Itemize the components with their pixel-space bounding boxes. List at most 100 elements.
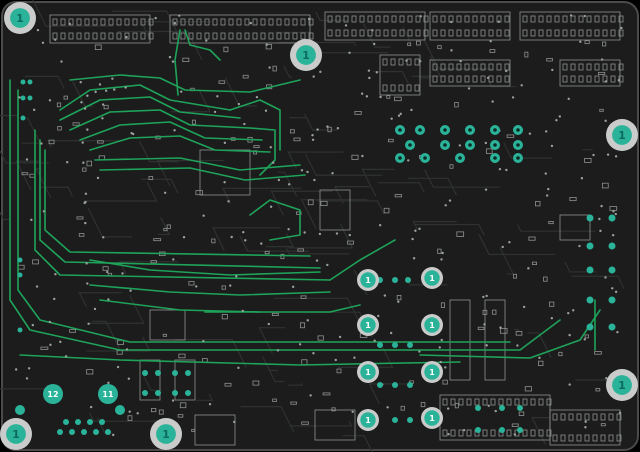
mh-bottom-left: 1 [0,418,32,450]
bus-trace [69,109,251,131]
via [128,410,131,413]
dark-trace [377,182,425,193]
smd-part [595,388,601,392]
through-hole-pad [499,405,505,411]
via [616,330,619,334]
pin-pad [552,413,558,421]
pin-pad [610,29,616,37]
so-4: 1 [421,314,443,336]
via [580,177,584,180]
via [202,339,205,343]
via [84,221,87,225]
connector-label: 12 [47,390,58,399]
pin-pad [570,63,576,71]
via [83,107,87,110]
connector-pad [98,384,118,404]
smd-part [500,327,508,334]
mounting-hole-pad [6,424,26,444]
via [268,66,271,69]
via [235,275,238,278]
via [567,311,570,315]
pin-pad [252,32,258,40]
smd-part [543,276,548,282]
through-hole-pad [27,95,33,101]
through-hole-pad [407,342,413,348]
via [501,245,504,249]
dark-trace [174,339,247,369]
pin-pad [546,15,552,23]
mounting-hole-pad [10,8,30,28]
via [592,153,595,157]
smd-part [584,334,589,339]
dark-trace [240,406,295,433]
pin-pad [180,18,186,26]
dark-trace [288,382,304,386]
ic-footprint [174,359,196,401]
pin-pad [84,18,90,26]
smd-part [569,196,577,202]
dark-trace [278,171,298,197]
via [129,289,132,292]
bus-trace [44,149,311,257]
mounting-hole-pad [612,375,632,395]
pin-pad [488,29,494,37]
via [36,28,40,32]
via [545,194,549,197]
via [216,95,219,98]
dark-trace [270,190,333,216]
via [414,229,417,232]
smd-part [400,405,405,411]
pin-pad [616,434,622,442]
via [202,214,205,217]
via [49,343,52,347]
bus-trace [34,129,331,281]
via [612,210,615,213]
bus-trace [89,284,331,296]
via [315,259,319,262]
pin-pad [260,18,266,26]
pin-pad [576,413,582,421]
pin-pad [244,32,250,40]
through-hole-pad [17,327,23,333]
pin-pad [578,63,584,71]
pin-pad [188,18,194,26]
through-hole-pad [475,405,481,411]
pin-pad [148,18,154,26]
through-hole-pad [172,390,178,396]
silkscreen-layer [16,11,624,446]
smd-part [301,421,309,425]
pin-pad [618,75,624,83]
via [520,84,523,87]
smd-part [351,154,359,160]
bus-trace [89,135,271,153]
pin-pad [448,29,454,37]
smd-part [416,40,421,46]
via [550,316,554,320]
conn-11: 11 [98,384,118,404]
hole-label: 1 [429,368,435,377]
dark-trace [196,393,214,401]
via [89,405,93,409]
pin-pad [594,15,600,23]
pin-pad [450,429,456,437]
smd-part [336,368,342,374]
smd-part [177,414,184,418]
pin-pad [488,63,494,71]
conn-12: 12 [43,384,63,404]
ic-footprint [449,299,471,381]
smd-part [78,233,85,237]
pin-pad [132,18,138,26]
via [82,161,85,164]
via [173,129,176,132]
mh-top-left: 1 [4,2,36,34]
via [41,41,45,44]
dark-trace [412,221,457,230]
pin-pad [506,429,512,437]
via [441,251,444,255]
via [544,130,548,133]
pin-pad [327,15,333,23]
ic-footprint [484,299,506,381]
pin-pad [236,18,242,26]
via [260,242,263,245]
smd-part [300,322,305,329]
